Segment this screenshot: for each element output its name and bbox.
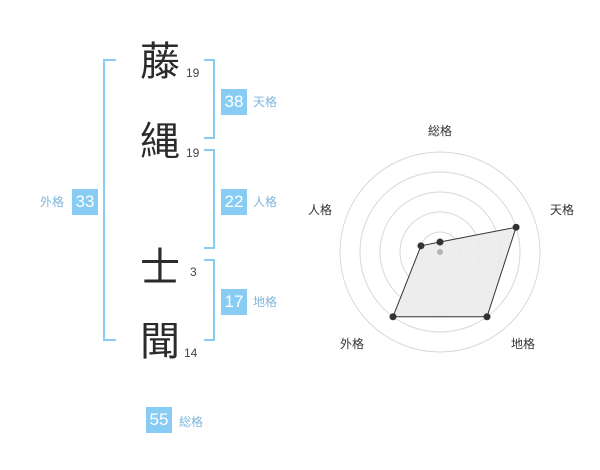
radar-label-jinkaku: 人格	[307, 203, 332, 217]
radar-label-tenkaku: 天格	[549, 203, 574, 217]
chikaku-value: 17	[221, 289, 247, 315]
radar-label-soukaku: 総格	[427, 124, 452, 138]
name-char-4: 聞	[140, 319, 180, 365]
gaikaku-label: 外格	[40, 195, 65, 209]
radar-point-0	[436, 238, 444, 246]
stroke-count-3: 3	[190, 265, 197, 279]
radar-label-chikaku: 地格	[510, 337, 535, 351]
name-char-2: 縄	[140, 119, 180, 165]
tenkaku-label: 天格	[253, 95, 278, 109]
radar-point-2	[483, 313, 491, 321]
stroke-count-4: 14	[184, 346, 198, 360]
name-char-3: 士	[140, 245, 180, 291]
chikaku-bracket	[204, 259, 215, 341]
jinkaku-label: 人格	[253, 195, 278, 209]
soukaku-label: 総格	[179, 415, 204, 429]
radar-label-gaikaku: 外格	[339, 337, 364, 351]
name-char-1: 藤	[140, 39, 180, 85]
radar-point-4	[417, 242, 425, 250]
radar-point-3	[389, 313, 397, 321]
gaikaku-bracket	[103, 59, 116, 341]
radar-ring	[359, 171, 521, 333]
radar-polygon	[392, 226, 517, 318]
stroke-count-2: 19	[186, 146, 200, 160]
chikaku-label: 地格	[253, 295, 278, 309]
radar-ring	[339, 151, 541, 353]
tenkaku-bracket	[204, 59, 215, 139]
jinkaku-value: 22	[221, 189, 247, 215]
radar-center-dot	[437, 249, 443, 255]
jinkaku-bracket	[204, 149, 215, 249]
soukaku-value: 55	[146, 407, 172, 433]
gaikaku-value: 33	[72, 189, 98, 215]
stroke-count-1: 19	[186, 66, 200, 80]
tenkaku-value: 38	[221, 89, 247, 115]
radar-point-1	[512, 223, 520, 231]
